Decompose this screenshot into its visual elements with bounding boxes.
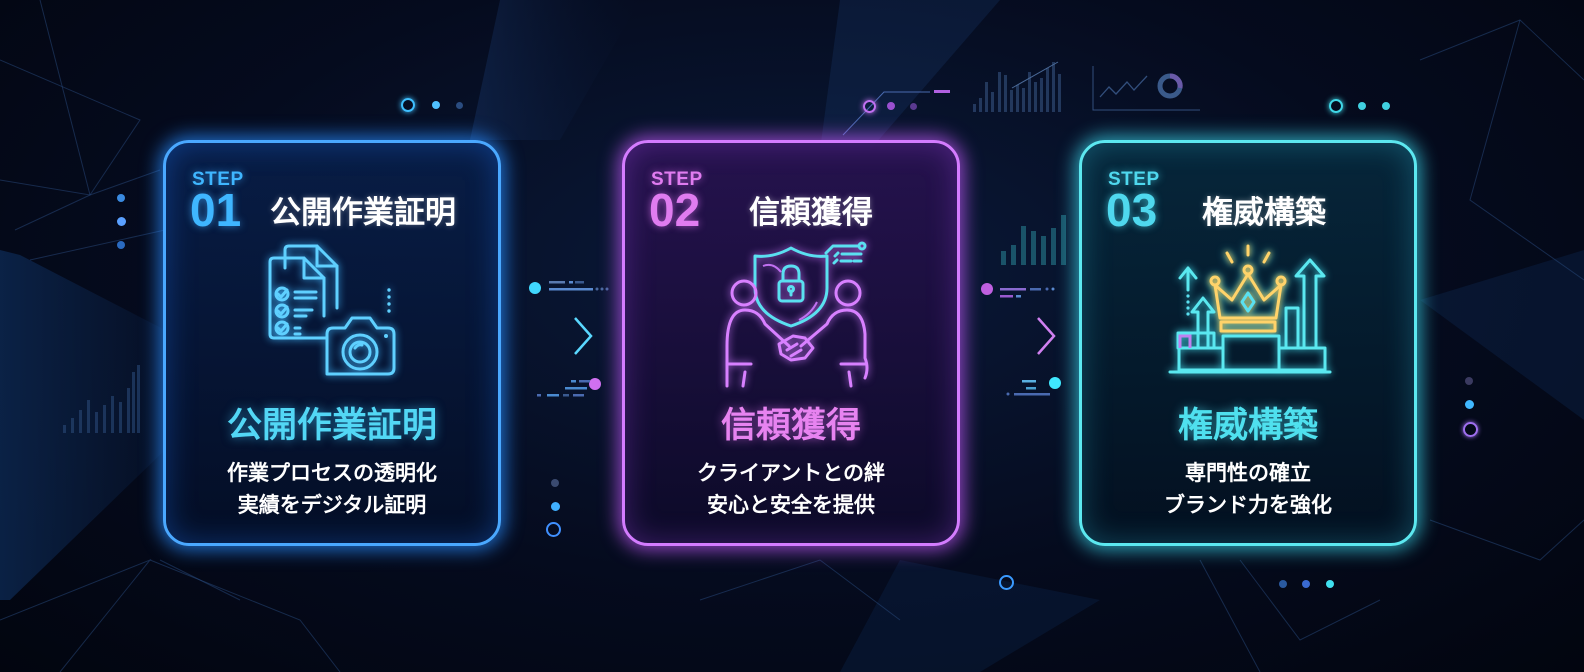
step-label: STEP	[192, 169, 244, 190]
arrow-right-icon	[1037, 317, 1056, 355]
step-card-3: STEP 03 権威構築	[1079, 140, 1417, 546]
step-title: 権威構築	[1177, 406, 1318, 446]
decor-ring	[546, 522, 561, 537]
step-label: STEP	[651, 169, 703, 190]
decor-dot	[1326, 580, 1334, 588]
decor-dot	[117, 217, 126, 226]
decor-ring	[401, 98, 415, 112]
step-title: 公開作業証明	[226, 406, 437, 446]
step-number: 02	[649, 184, 701, 236]
decor-dot	[1358, 102, 1366, 110]
decor-dot	[910, 103, 917, 110]
bar-chart-decoration-mid	[1001, 215, 1066, 265]
step-card-2: STEP 02 信頼獲得	[622, 140, 960, 546]
step-description-line-2: ブランド力を強化	[1164, 493, 1332, 517]
decor-dot	[1279, 580, 1287, 588]
connector-arrow-2	[964, 283, 1061, 396]
step-label: STEP	[1108, 169, 1160, 190]
bar-chart-decoration-top	[973, 62, 1061, 112]
step-title: 信頼獲得	[720, 406, 861, 446]
step-description-line-1: 専門性の確立	[1185, 461, 1311, 485]
step-description-line-2: 安心と安全を提供	[707, 493, 875, 517]
decor-dot	[551, 479, 559, 487]
crown-podium-growth-icon	[1168, 244, 1332, 374]
step-heading: 公開作業証明	[270, 195, 456, 231]
decor-dot	[1465, 377, 1473, 385]
decor-dot	[1382, 102, 1390, 110]
step-card-1: STEP 01 公開作業証明 公開作業証明	[163, 140, 501, 546]
decor-dot	[1465, 400, 1474, 409]
line-chart-decoration	[1092, 66, 1200, 111]
step-number: 01	[190, 184, 242, 236]
bar-chart-decoration-left	[63, 365, 140, 433]
step-number: 03	[1106, 184, 1158, 236]
decor-dot	[117, 241, 125, 249]
decor-ring	[1329, 99, 1343, 113]
decor-dot	[887, 102, 895, 110]
decor-dot	[117, 194, 125, 202]
checklist-document-camera-icon	[268, 244, 396, 376]
connector-arrow-1	[511, 281, 609, 397]
decor-ring	[863, 100, 876, 113]
decor-dot	[456, 102, 463, 109]
decor-ring	[1463, 422, 1478, 437]
step-description-line-2: 実績をデジタル証明	[237, 493, 427, 517]
decor-dot	[432, 101, 440, 109]
step-heading: 信頼獲得	[749, 195, 873, 231]
decor-dot	[1302, 580, 1310, 588]
handshake-shield-lock-icon	[725, 241, 869, 388]
decor-dot	[551, 502, 560, 511]
step-heading: 権威構築	[1202, 195, 1326, 231]
arrow-right-icon	[574, 317, 593, 355]
step-description-line-1: 作業プロセスの透明化	[227, 461, 437, 485]
decor-ring	[999, 575, 1014, 590]
step-description-line-1: クライアントとの絆	[697, 461, 885, 485]
